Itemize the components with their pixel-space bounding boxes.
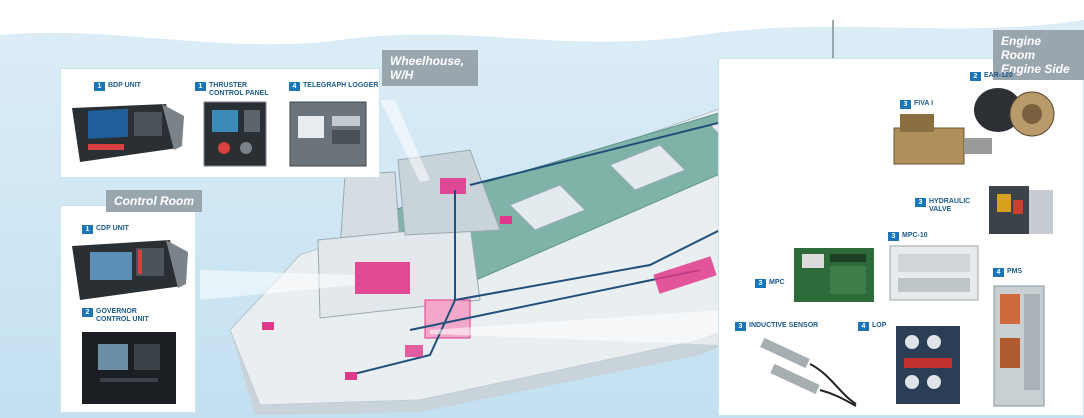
fiva-image (893, 114, 992, 165)
governor-control-image (82, 332, 176, 404)
lop-image (896, 326, 960, 404)
ear-120-image (974, 88, 1055, 137)
mpc-10-image (889, 245, 979, 301)
superstructure (317, 149, 501, 319)
hydraulic-valve-image (989, 186, 1053, 234)
thruster-panel-image (203, 101, 267, 167)
pms-image (993, 285, 1045, 407)
control-room-tag: Control Room (106, 190, 202, 212)
bdp-unit-image (72, 104, 184, 162)
telegraph-logger-image (289, 101, 367, 167)
cdp-unit-image (72, 240, 188, 300)
inductive-sensor-image (760, 337, 857, 407)
mpc-image (794, 248, 874, 302)
engine-room-tag: Engine Room Engine Side (993, 30, 1084, 80)
wheelhouse-tag: Wheelhouse, W/H (382, 50, 478, 86)
